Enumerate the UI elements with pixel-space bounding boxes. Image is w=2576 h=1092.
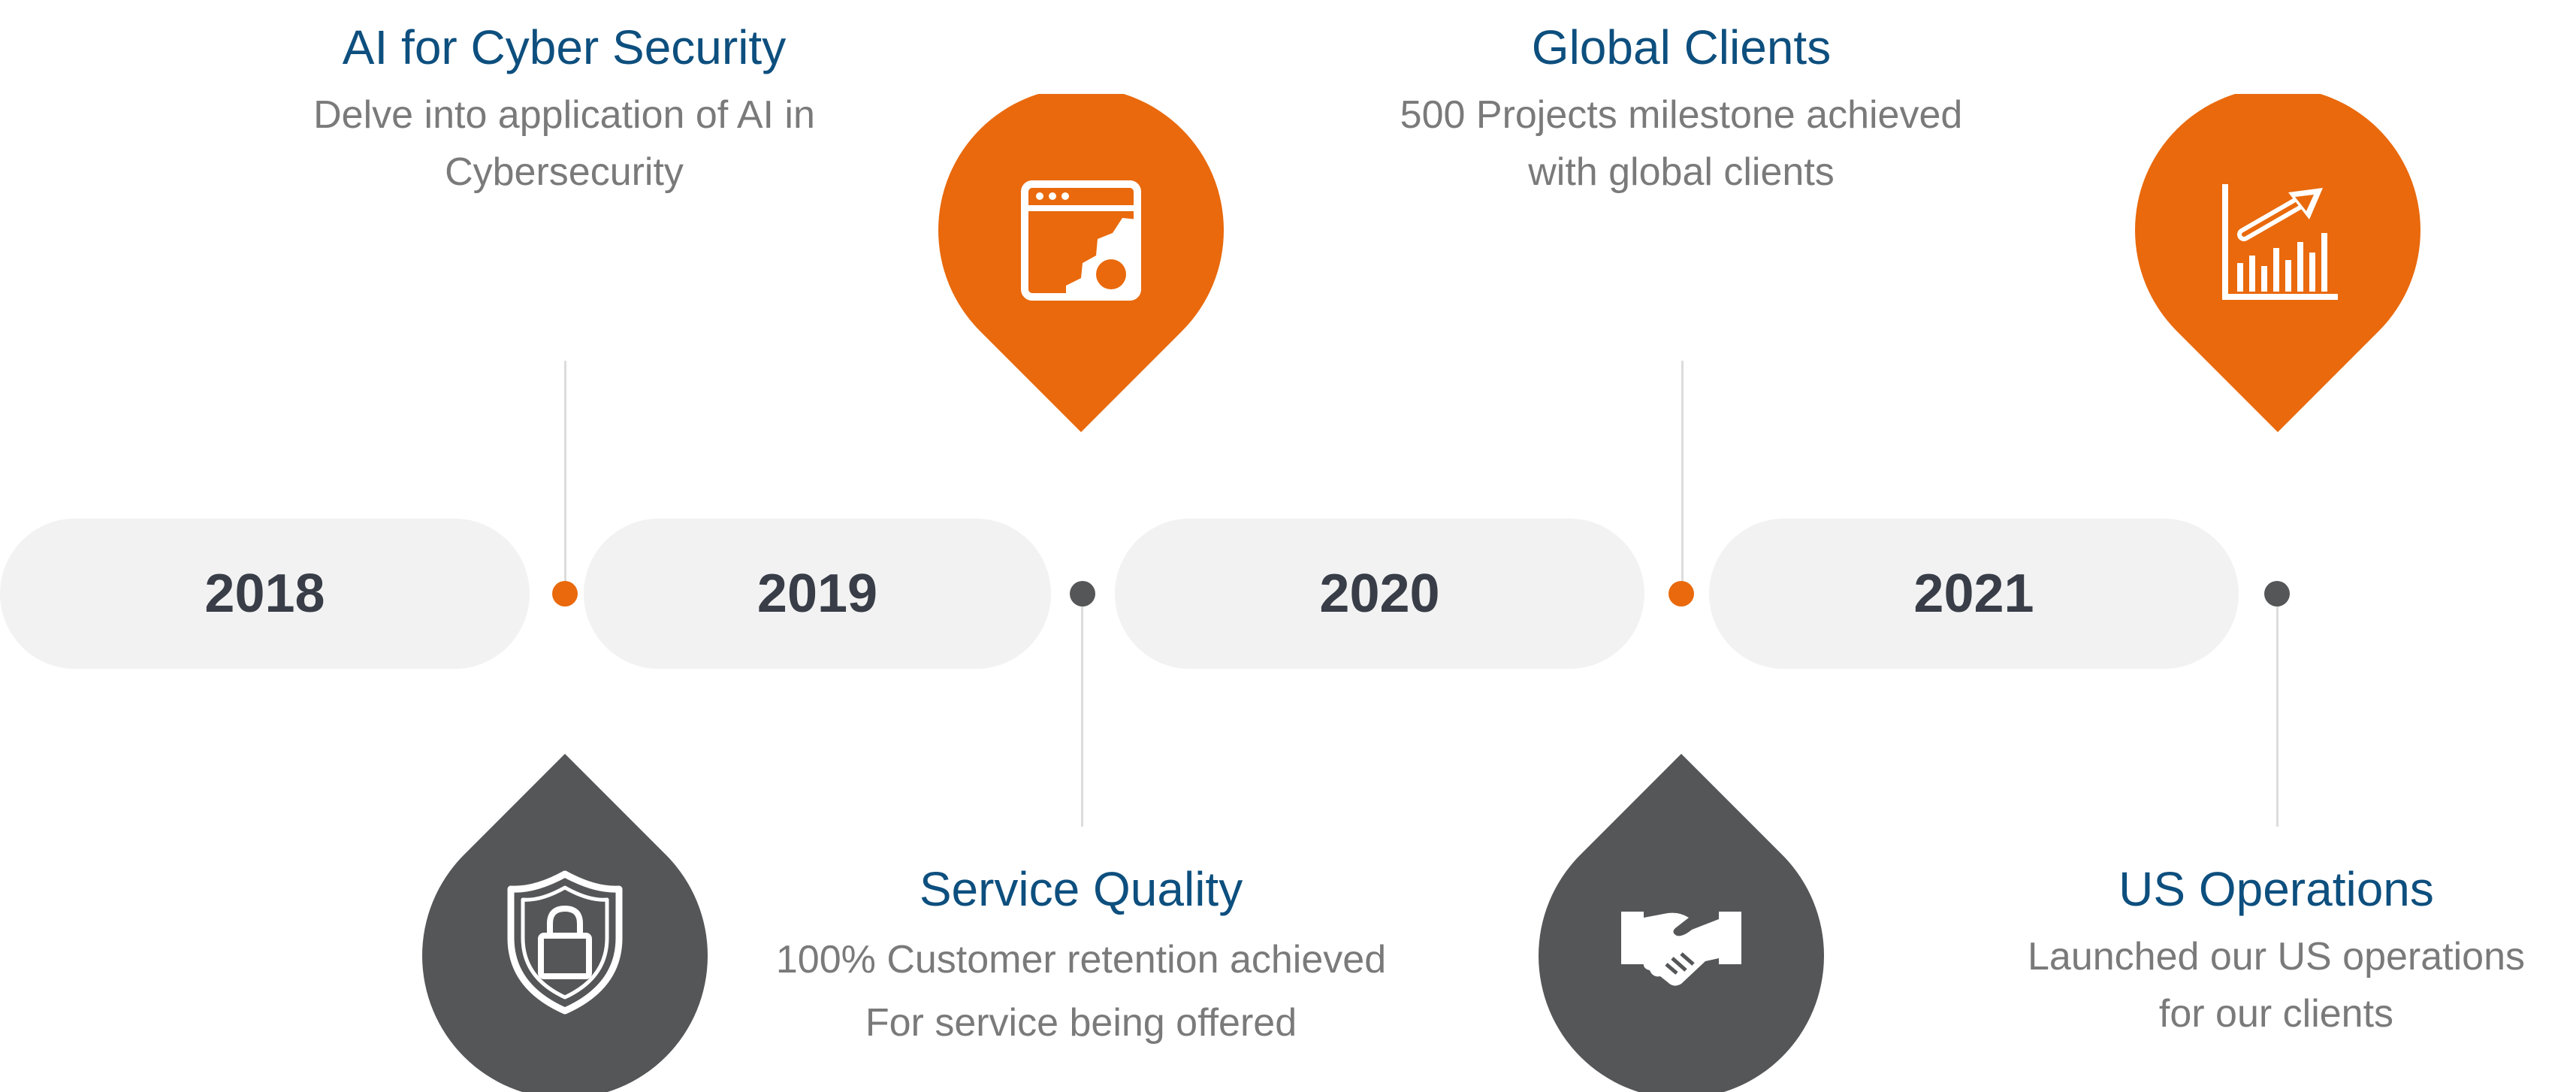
- shield-lock-icon: [497, 867, 633, 1015]
- year-pill-2018: 2018: [0, 519, 530, 669]
- connector-line-2020: [1681, 361, 1684, 586]
- description-line: Delve into application of AI in: [313, 93, 815, 138]
- milestone-text-2018: AI for Cyber Security Delve into applica…: [189, 21, 940, 201]
- milestone-description: 500 Projects milestone achieved with glo…: [1306, 87, 2057, 201]
- milestone-text-2020: Global Clients 500 Projects milestone ac…: [1306, 21, 2057, 201]
- milestone-heading: Global Clients: [1531, 20, 1832, 74]
- milestone-pin-2020: [1539, 754, 1824, 1092]
- milestone-pin-2018: [422, 754, 708, 1092]
- description-line: for our clients: [2158, 991, 2394, 1036]
- year-pill-2019: 2019: [584, 519, 1051, 669]
- description-line: 100% Customer retention achieved: [775, 938, 1387, 982]
- milestone-heading: Service Quality: [919, 862, 1243, 916]
- year-pill-2020: 2020: [1115, 519, 1644, 669]
- milestone-description: Launched our US operations for our clien…: [1901, 929, 2576, 1042]
- timeline-dot-2021: [2264, 581, 2290, 606]
- description-line: Launched our US operations: [2027, 935, 2525, 979]
- milestone-pin-2021: [2135, 94, 2420, 432]
- milestone-description: 100% Customer retention achieved For ser…: [705, 929, 1457, 1054]
- browser-gear-icon: [1013, 173, 1149, 308]
- year-pill-2021: 2021: [1709, 519, 2239, 669]
- handshake-icon: [1614, 889, 1749, 1024]
- timeline-dot-2019: [1070, 581, 1095, 606]
- description-line: with global clients: [1528, 150, 1835, 194]
- milestone-pin-2019: [938, 94, 1224, 432]
- milestone-heading: US Operations: [2118, 862, 2434, 916]
- growth-chart-icon: [2210, 173, 2345, 308]
- milestone-description: Delve into application of AI in Cybersec…: [189, 87, 940, 201]
- description-line: 500 Projects milestone achieved: [1400, 93, 1963, 138]
- milestone-text-2019: Service Quality 100% Customer retention …: [705, 863, 1457, 1054]
- milestone-text-2021: US Operations Launched our US operations…: [1901, 863, 2576, 1042]
- connector-line-2018: [564, 361, 566, 586]
- connector-line-2021: [2276, 594, 2279, 827]
- timeline-dot-2020: [1669, 581, 1694, 606]
- description-line: For service being offered: [865, 1000, 1297, 1045]
- description-line: Cybersecurity: [445, 150, 684, 194]
- milestone-heading: AI for Cyber Security: [342, 20, 787, 74]
- connector-line-2019: [1081, 594, 1083, 827]
- timeline-dot-2018: [552, 581, 578, 606]
